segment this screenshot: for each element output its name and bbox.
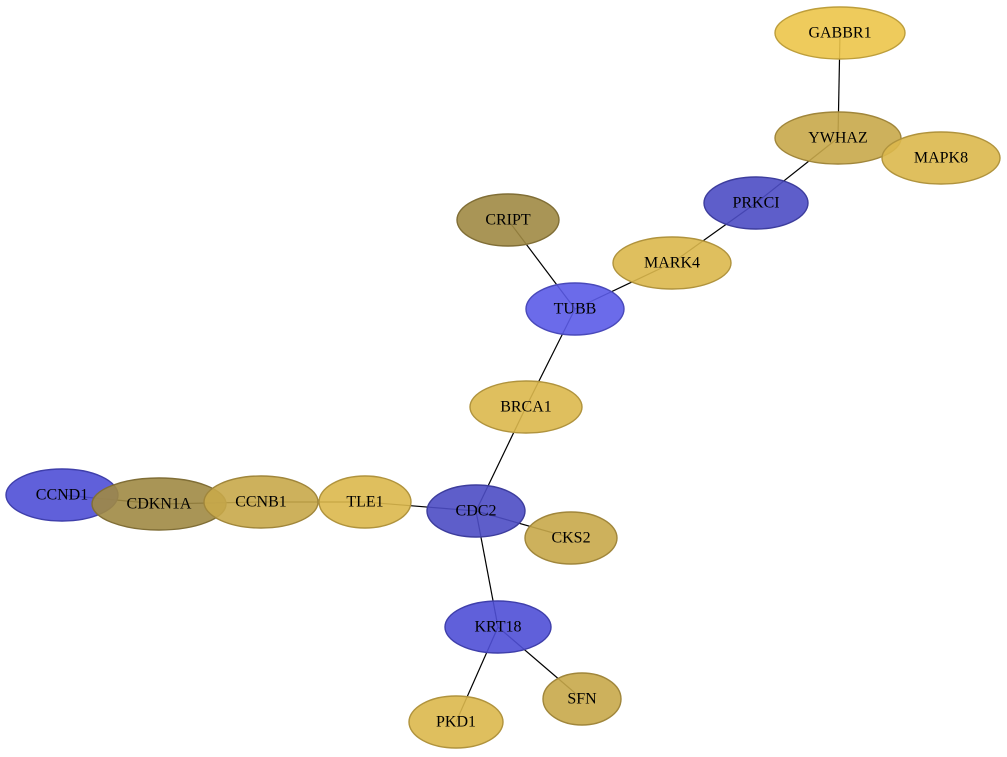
node-gabbr1[interactable]: GABBR1 [774, 6, 906, 60]
node-ellipse [318, 475, 412, 529]
node-tle1[interactable]: TLE1 [318, 475, 412, 529]
node-pkd1[interactable]: PKD1 [408, 695, 504, 749]
node-mapk8[interactable]: MAPK8 [881, 131, 1001, 185]
node-cdc2[interactable]: CDC2 [426, 484, 526, 538]
node-ellipse [774, 6, 906, 60]
node-ccnb1[interactable]: CCNB1 [203, 475, 319, 529]
node-cks2[interactable]: CKS2 [524, 511, 618, 565]
node-ellipse [524, 511, 618, 565]
node-ellipse [408, 695, 504, 749]
node-mark4[interactable]: MARK4 [612, 236, 732, 290]
node-cript[interactable]: CRIPT [456, 193, 560, 247]
node-krt18[interactable]: KRT18 [444, 600, 552, 654]
node-ellipse [426, 484, 526, 538]
node-sfn[interactable]: SFN [542, 672, 622, 726]
node-ellipse [469, 380, 583, 434]
node-ellipse [444, 600, 552, 654]
node-ellipse [203, 475, 319, 529]
node-ellipse [525, 282, 625, 336]
node-ellipse [881, 131, 1001, 185]
node-ellipse [612, 236, 732, 290]
node-prkci[interactable]: PRKCI [703, 176, 809, 230]
node-ellipse [456, 193, 560, 247]
node-brca1[interactable]: BRCA1 [469, 380, 583, 434]
node-ellipse [774, 111, 902, 165]
node-ellipse [703, 176, 809, 230]
node-layer: GABBR1YWHAZMAPK8PRKCICRIPTMARK4TUBBBRCA1… [5, 6, 1001, 749]
node-ellipse [542, 672, 622, 726]
node-tubb[interactable]: TUBB [525, 282, 625, 336]
